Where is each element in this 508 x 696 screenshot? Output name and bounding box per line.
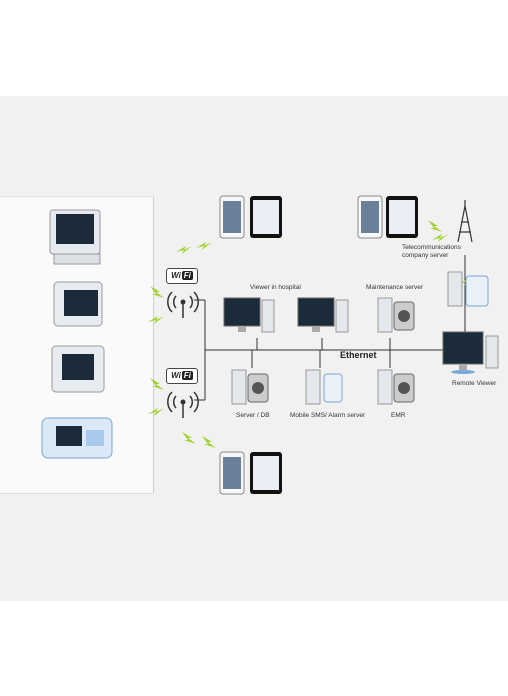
remote-viewer-label: Remote Viewer	[452, 380, 497, 387]
wifi-badge-right: Fi	[181, 271, 193, 280]
lightning-icon	[148, 408, 164, 416]
server-db-label: Server / DB	[236, 412, 270, 419]
patient-monitor-3	[51, 345, 105, 393]
tablet-icon	[250, 196, 282, 238]
lightning-icon	[202, 436, 216, 448]
wifi-badge-left: Wi	[171, 271, 181, 280]
lightning-icon	[428, 220, 442, 232]
tablet-icon	[250, 452, 282, 494]
lightning-icon	[150, 286, 164, 298]
mobile-sms-label: Mobile SMS/ Alarm server	[290, 412, 366, 419]
server-db-icon	[231, 369, 269, 405]
patient-monitor-2	[53, 281, 103, 327]
lightning-icon	[150, 378, 164, 390]
tablet-icon	[386, 196, 418, 238]
patient-monitor-1	[49, 209, 101, 265]
lightning-icon	[176, 246, 192, 254]
remote-viewer-icon	[442, 331, 499, 374]
viewer-in-hospital-label: Viewer in hospital	[250, 284, 301, 291]
smartphone-icon	[357, 195, 383, 239]
emr-label: EMR	[391, 412, 406, 419]
smartphone-icon	[219, 195, 245, 239]
ethernet-label: Ethernet	[340, 350, 377, 360]
smartphone-icon	[219, 451, 245, 495]
access-point-1	[167, 291, 199, 318]
telecom-server-label: Telecommunications company server	[402, 244, 461, 259]
access-point-2	[167, 391, 199, 418]
maintenance-server-icon	[377, 297, 415, 333]
maintenance-server-label: Maintenance server	[366, 284, 424, 291]
lightning-icon	[196, 242, 212, 250]
viewer-workstation-2	[297, 297, 349, 333]
mobile-sms-server-icon	[305, 369, 343, 405]
lightning-icon	[432, 234, 448, 242]
lightning-icon	[148, 316, 164, 324]
emr-server-icon	[377, 369, 415, 405]
patient-monitor-4	[41, 417, 113, 459]
wifi-badge-left: Wi	[171, 371, 181, 380]
ethernet-lines	[194, 255, 466, 401]
lightning-icon	[182, 432, 196, 444]
viewer-workstation-1	[223, 297, 275, 333]
wifi-badge-right: Fi	[181, 371, 193, 380]
telecom-tower-icon	[457, 200, 473, 243]
telecom-server-icon	[447, 271, 489, 307]
